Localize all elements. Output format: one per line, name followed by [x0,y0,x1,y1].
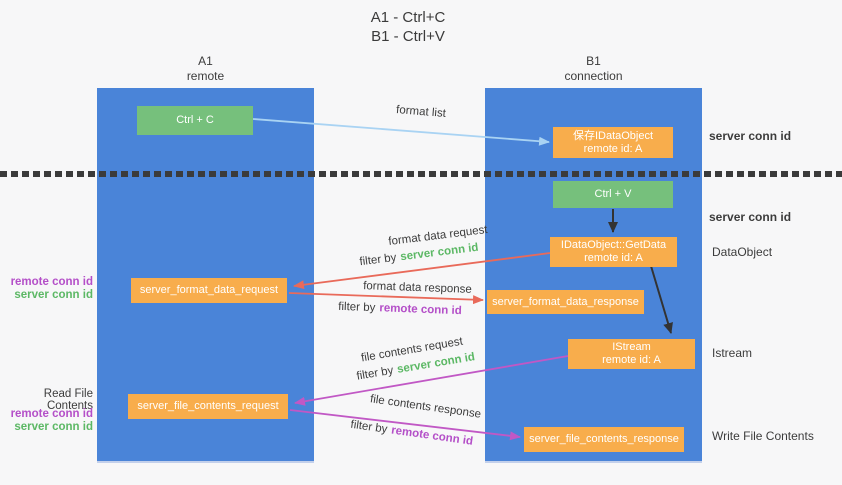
lane-a-title: A1 [198,54,213,68]
node-server-file-contents-request: server_file_contents_request [128,394,288,419]
annotation-dataobject: DataObject [712,245,773,259]
filter-by-text: filter by [338,300,376,315]
filter-by-text: filter by [358,251,398,269]
annotation-remote-conn-id-2: remote conn id [10,408,93,420]
node-server-file-contents-request-label: server_file_contents_request [137,400,279,412]
node-save-idataobject-line1: 保存IDataObject [572,129,654,142]
node-idataobject-getdata: IDataObject::GetData remote id: A [550,237,677,267]
lane-a-header: A1 remote [97,54,314,84]
annotation-write-file-contents: Write File Contents [712,429,814,443]
annotation-server-conn-id-top: server conn id [709,129,792,143]
node-ctrl-v-label: Ctrl + V [594,188,632,200]
node-save-idataobject-line2: remote id: A [583,142,643,155]
annotation-server-conn-id-mid: server conn id [709,210,792,224]
diagram-title: A1 - Ctrl+C B1 - Ctrl+V [298,8,518,46]
node-idataobject-getdata-line2: remote id: A [584,252,643,264]
node-server-format-data-request: server_format_data_request [131,278,287,303]
lane-b-title: B1 [586,54,601,68]
node-ctrl-c-label: Ctrl + C [176,114,214,126]
node-save-idataobject: 保存IDataObject remote id: A [553,127,673,158]
filter-by-text: filter by [349,418,389,436]
filter-by-text: filter by [355,364,395,383]
node-istream-line1: IStream [612,341,651,353]
lane-b-subtitle: connection [564,69,623,83]
annotation-server-conn-id-left-1: server conn id [14,289,93,301]
annotation-read-file-contents: Read File Contents [43,388,93,412]
node-idataobject-getdata-line1: IDataObject::GetData [560,239,667,251]
remote-conn-id-text: remote conn id [379,302,462,318]
node-server-format-data-response-label: server_format_data_response [492,295,639,308]
annotation-istream: Istream [712,346,753,360]
node-ctrl-c: Ctrl + C [137,106,253,135]
node-server-format-data-request-label: server_format_data_request [139,284,279,296]
label-format-list: format list [395,104,447,120]
label-format-data-response: format data response [362,280,473,296]
annotation-server-conn-id-left-2: server conn id [14,421,93,433]
node-istream-line2: remote id: A [602,354,661,366]
annotation-remote-conn-id-1: remote conn id [10,276,93,288]
lane-b-header: B1 connection [485,54,702,84]
node-server-file-contents-response-label: server_file_contents_response [529,433,679,445]
title-line-2: B1 - Ctrl+V [371,28,445,45]
node-ctrl-v: Ctrl + V [553,181,673,208]
lane-a-subtitle: remote [186,69,225,83]
node-istream: IStream remote id: A [568,339,695,369]
node-server-format-data-response: server_format_data_response [487,290,644,314]
remote-conn-id-text: remote conn id [390,424,474,448]
label-file-contents-response: file contents response [369,393,482,421]
node-server-file-contents-response: server_file_contents_response [524,427,684,452]
title-line-1: A1 - Ctrl+C [370,9,446,26]
machine-boundary-dotted-line [0,171,842,177]
